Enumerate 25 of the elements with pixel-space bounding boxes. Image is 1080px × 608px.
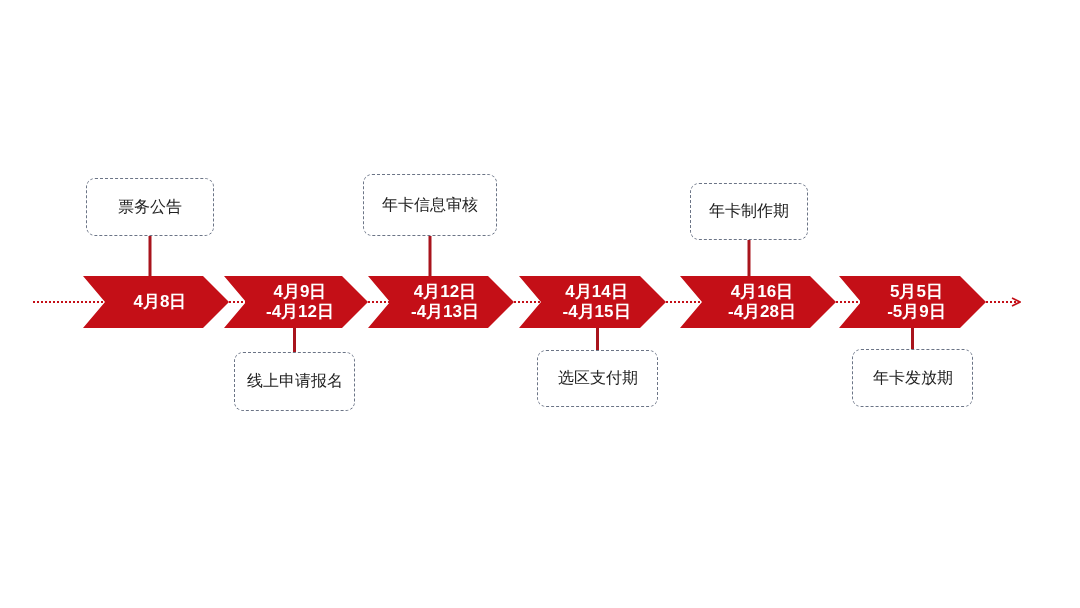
- connector-line: [747, 240, 751, 276]
- dotted-arrow: [985, 297, 1021, 307]
- connector-line: [428, 236, 432, 276]
- connector-line: [911, 328, 914, 349]
- chevron-step: [519, 276, 666, 328]
- chevron-step: [224, 276, 368, 328]
- date-label: 4月8日: [133, 292, 187, 312]
- note-box: 年卡发放期: [852, 349, 973, 407]
- note-box: 线上申请报名: [234, 352, 355, 411]
- note-box: 年卡信息审核: [363, 174, 497, 236]
- date-label: 4月16日 -4月28日: [727, 282, 797, 322]
- chevron-step: [83, 276, 229, 328]
- chevron-step: [680, 276, 836, 328]
- connector-line: [293, 328, 296, 352]
- note-box: 票务公告: [86, 178, 214, 236]
- date-label: 4月9日 -4月12日: [265, 282, 335, 322]
- chevron-step: [368, 276, 514, 328]
- date-label: 5月5日 -5月9日: [886, 282, 947, 322]
- note-box: 年卡制作期: [690, 183, 808, 240]
- date-label: 4月14日 -4月15日: [561, 282, 632, 322]
- date-label: 4月12日 -4月13日: [410, 282, 480, 322]
- note-box: 选区支付期: [537, 350, 658, 407]
- chevron-step: [839, 276, 986, 328]
- connector-line: [596, 328, 599, 350]
- connector-line: [148, 236, 152, 276]
